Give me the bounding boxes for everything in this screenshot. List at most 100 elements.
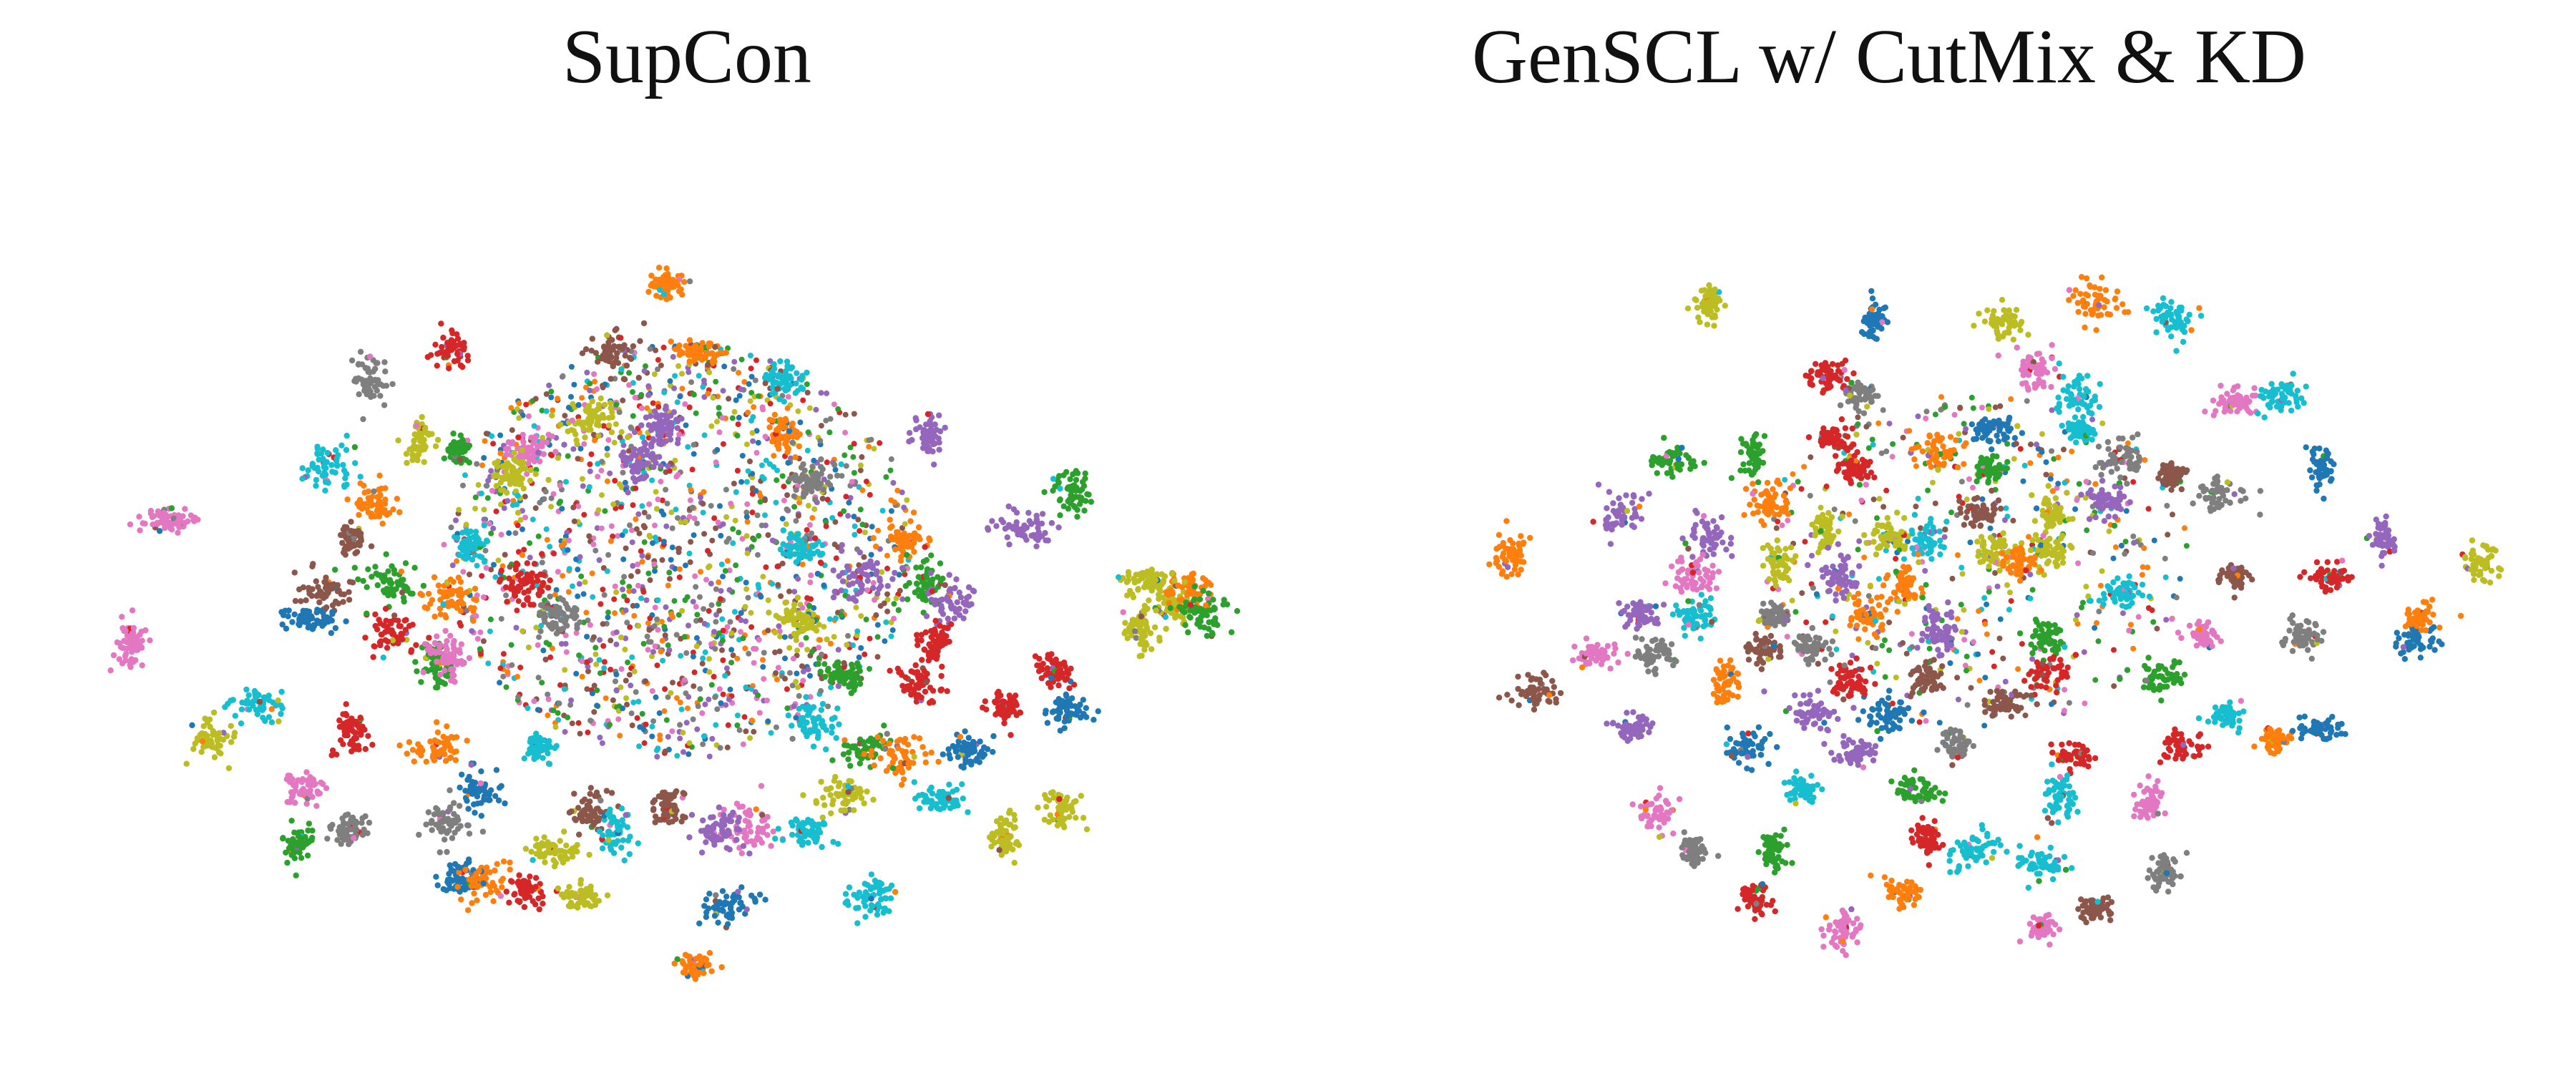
scatter-point — [861, 750, 868, 758]
scatter-point — [912, 662, 919, 669]
scatter-point — [519, 552, 525, 558]
scatter-point — [434, 658, 440, 665]
scatter-point — [601, 592, 608, 598]
scatter-point — [611, 596, 618, 602]
scatter-point — [915, 574, 922, 580]
scatter-point — [1143, 606, 1150, 613]
scatter-point — [1005, 709, 1012, 715]
scatter-point — [329, 747, 336, 754]
scatter-point — [170, 515, 177, 522]
scatter-point — [590, 594, 596, 600]
scatter-point — [365, 733, 371, 740]
scatter-point — [404, 459, 410, 466]
scatter-point — [494, 464, 501, 470]
scatter-point — [488, 468, 494, 474]
scatter-point — [449, 330, 456, 337]
scatter-point — [558, 641, 565, 647]
scatter-point — [613, 629, 620, 635]
scatter-point — [857, 462, 864, 469]
scatter-point — [411, 758, 417, 765]
scatter-point — [617, 733, 623, 739]
scatter-point — [332, 567, 338, 573]
scatter-point — [858, 613, 864, 619]
supcon-panel: SupCon — [107, 14, 1241, 982]
scatter-point — [627, 355, 633, 361]
scatter-point — [584, 686, 590, 692]
scatter-point — [930, 449, 936, 455]
scatter-point — [675, 515, 680, 521]
scatter-point — [723, 702, 729, 708]
scatter-point — [716, 686, 723, 692]
scatter-point — [755, 552, 761, 558]
scatter-point — [469, 628, 475, 635]
scatter-point — [875, 527, 882, 534]
scatter-point — [577, 554, 583, 560]
scatter-point — [701, 620, 708, 627]
scatter-point — [950, 743, 957, 750]
scatter-point — [357, 348, 364, 355]
scatter-point — [357, 534, 364, 540]
scatter-point — [679, 291, 686, 298]
scatter-point — [811, 535, 819, 542]
scatter-point — [377, 491, 384, 498]
scatter-point — [811, 727, 817, 734]
scatter-point — [454, 534, 461, 542]
scatter-point — [799, 471, 806, 479]
scatter-point — [582, 579, 588, 585]
scatter-point — [478, 490, 484, 496]
scatter-point — [464, 357, 472, 363]
scatter-point — [1038, 520, 1045, 527]
scatter-point — [584, 634, 590, 640]
scatter-point — [323, 459, 330, 466]
scatter-point — [659, 637, 665, 644]
scatter-point — [434, 729, 441, 735]
scatter-point — [771, 464, 777, 470]
scatter-point — [556, 700, 562, 707]
scatter-point — [819, 700, 826, 707]
scatter-point — [426, 635, 432, 641]
scatter-point — [477, 540, 484, 547]
scatter-point — [550, 707, 557, 714]
scatter-point — [778, 421, 784, 428]
scatter-point — [621, 593, 628, 599]
scatter-point — [683, 650, 690, 656]
scatter-point — [610, 346, 616, 353]
scatter-point — [628, 682, 634, 689]
scatter-point — [377, 381, 384, 388]
scatter-point — [630, 343, 637, 350]
scatter-point — [568, 363, 575, 370]
scatter-point — [1078, 486, 1085, 493]
class-cluster — [396, 719, 470, 765]
scatter-point — [833, 555, 839, 562]
scatter-point — [537, 628, 544, 635]
class-cluster — [887, 657, 950, 706]
scatter-point — [618, 428, 625, 435]
scatter-point — [357, 474, 364, 480]
scatter-point — [552, 720, 558, 726]
scatter-point — [121, 637, 127, 645]
scatter-point — [346, 597, 353, 603]
scatter-point — [246, 706, 253, 713]
scatter-point — [819, 651, 825, 657]
scatter-point — [131, 642, 137, 649]
scatter-point — [696, 373, 702, 379]
scatter-point — [661, 389, 668, 396]
scatter-point — [776, 648, 783, 655]
scatter-point — [376, 472, 383, 479]
scatter-point — [343, 701, 349, 707]
scatter-point — [884, 730, 890, 737]
scatter-point — [638, 548, 644, 554]
scatter-point — [504, 599, 510, 605]
scatter-point — [922, 759, 930, 766]
scatter-point — [1140, 634, 1147, 640]
scatter-point — [463, 527, 469, 534]
scatter-point — [473, 597, 479, 604]
scatter-point — [806, 521, 813, 528]
scatter-point — [847, 444, 854, 451]
scatter-point — [618, 504, 624, 510]
scatter-point — [719, 616, 726, 622]
scatter-point — [563, 649, 570, 655]
scatter-point — [400, 582, 406, 589]
scatter-point — [594, 702, 600, 709]
scatter-point — [552, 745, 558, 752]
